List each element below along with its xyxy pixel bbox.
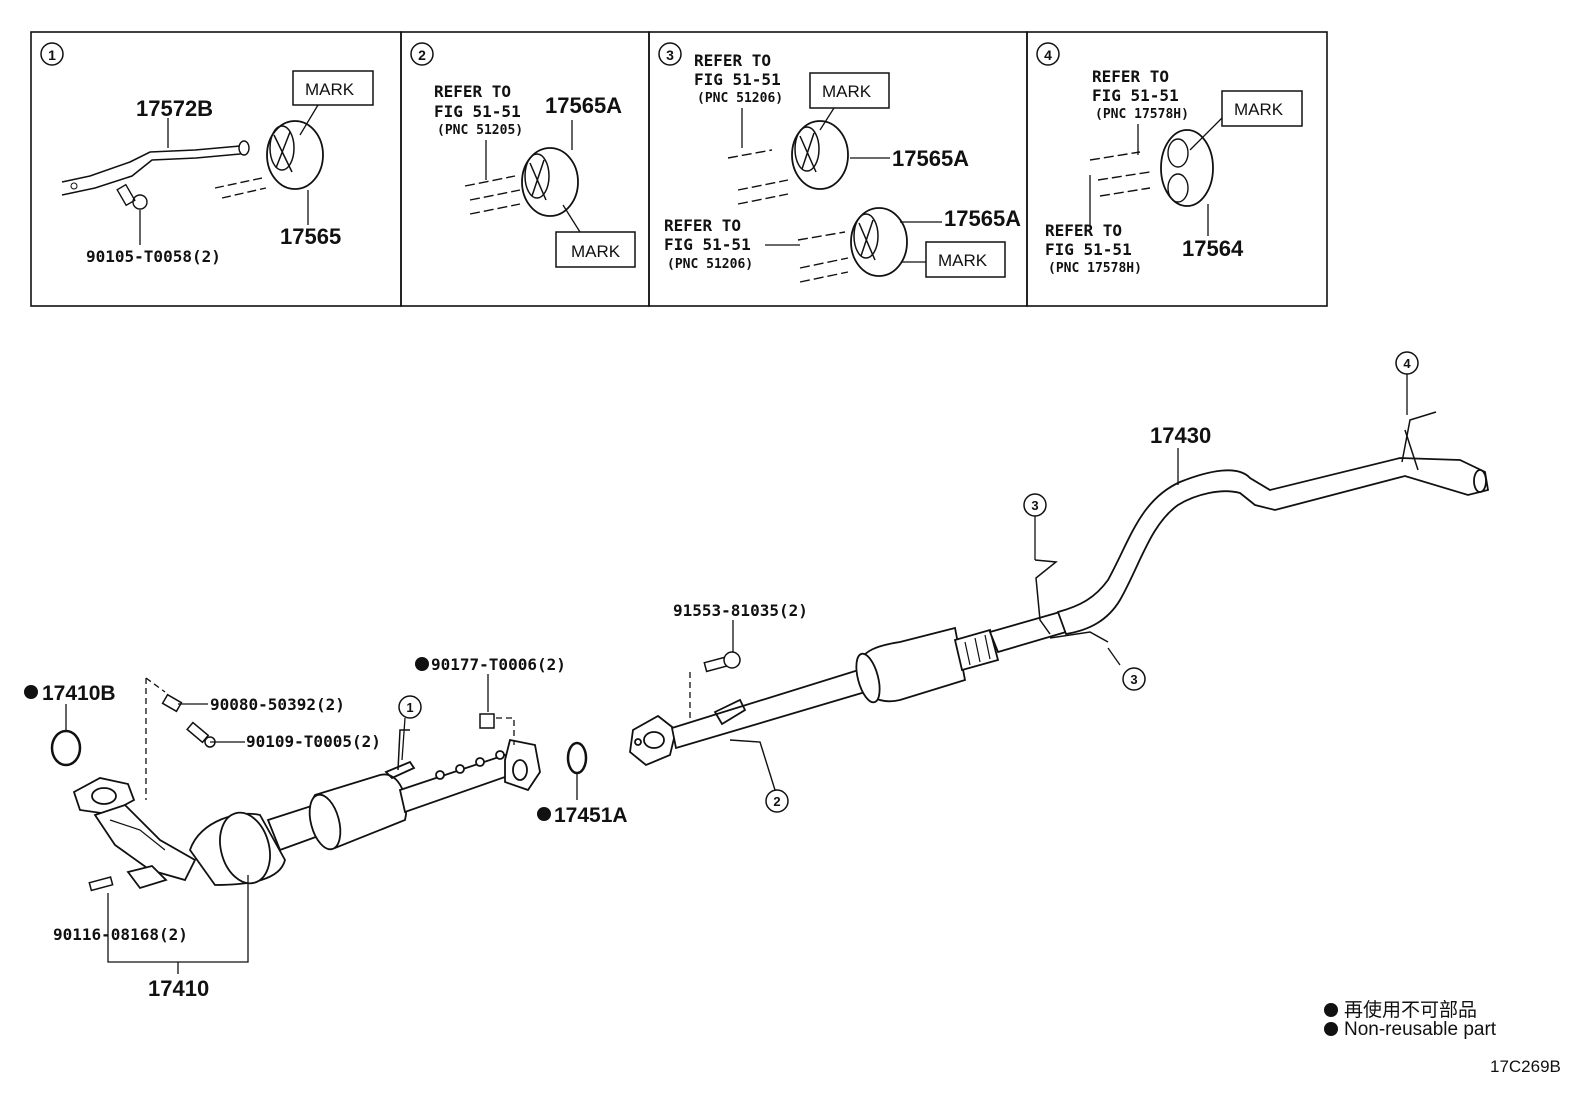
- inset-4-refer-top-2: FIG 51-51: [1092, 86, 1179, 105]
- inset-4-refer-bottom-2: FIG 51-51: [1045, 240, 1132, 259]
- gasket-17410B: [50, 729, 82, 767]
- part-90109-T0005: 90109-T0005(2): [246, 732, 381, 751]
- inset-2-part-17565A: 17565A: [545, 93, 622, 118]
- inset-1-part-17565: 17565: [280, 224, 341, 249]
- callout-3-upper: 3: [1031, 498, 1038, 513]
- inset-4-refer-bottom-1: REFER TO: [1045, 221, 1122, 240]
- callout-1: 1: [406, 700, 413, 715]
- inset-3: 3 REFER TO FIG 51-51 (PNC 51206) MARK 17…: [658, 42, 1021, 283]
- fasteners-front: [88, 651, 741, 892]
- part-91553-81035: 91553-81035(2): [673, 601, 808, 620]
- inset-2-number: 2: [418, 47, 426, 63]
- part-90080-50392: 90080-50392(2): [210, 695, 345, 714]
- inset-4-mark: MARK: [1234, 100, 1284, 119]
- inset-1-part-17572B: 17572B: [136, 96, 213, 121]
- part-90116-08168: 90116-08168(2): [53, 925, 188, 944]
- inset-3-refer-bottom-1: REFER TO: [664, 216, 741, 235]
- non-reusable-dot-17410B: [24, 685, 38, 699]
- inset-4-refer-bottom-3: (PNC 17578H): [1048, 261, 1142, 276]
- inset-4-refer-top-3: (PNC 17578H): [1095, 107, 1189, 122]
- inset-3-refer-bottom-3: (PNC 51206): [667, 257, 753, 272]
- inset-3-part-bottom: 17565A: [944, 206, 1021, 231]
- inset-2-refer-2: FIG 51-51: [434, 102, 521, 121]
- inset-3-part-top: 17565A: [892, 146, 969, 171]
- legend-jp: 再使用不可部品: [1324, 995, 1477, 1022]
- part-17410B: 17410B: [42, 682, 116, 705]
- legend-en: Non-reusable part: [1324, 1019, 1496, 1041]
- inset-frame-4: [1026, 31, 1328, 307]
- inset-1-mark: MARK: [305, 80, 355, 99]
- inset-3-refer-top-1: REFER TO: [694, 51, 771, 70]
- inset-2-refer-3: (PNC 51205): [437, 123, 523, 138]
- inset-4-part-17564: 17564: [1182, 236, 1244, 261]
- gasket-17451A: [566, 741, 588, 775]
- inset-3-number: 3: [666, 47, 674, 63]
- inset-3-refer-top-2: FIG 51-51: [694, 70, 781, 89]
- callout-4: 4: [1403, 356, 1411, 371]
- inset-4: 4 REFER TO FIG 51-51 (PNC 17578H) MARK 1…: [1036, 42, 1303, 276]
- part-17430: 17430: [1150, 423, 1211, 448]
- non-reusable-dot-90177: [415, 657, 429, 671]
- legend-jp-text: 再使用不可部品: [1344, 1000, 1478, 1021]
- inset-2: 2 REFER TO FIG 51-51 (PNC 51205) 17565A …: [410, 42, 636, 268]
- legend-dot-icon: [1324, 1003, 1338, 1017]
- part-17410: 17410: [148, 976, 209, 1001]
- front-pipe-assembly: [72, 729, 541, 890]
- tail-pipe-assembly: [629, 411, 1490, 791]
- inset-2-refer-1: REFER TO: [434, 82, 511, 101]
- inset-1-number: 1: [48, 47, 56, 63]
- legend-dot-icon: [1324, 1022, 1338, 1036]
- callout-2: 2: [773, 794, 780, 809]
- inset-3-refer-top-3: (PNC 51206): [697, 91, 783, 106]
- legend-en-text: Non-reusable part: [1344, 1019, 1497, 1040]
- inset-1: 1 MARK 17572B 90105-T0058(2) 17565: [40, 42, 374, 266]
- inset-3-mark-bottom: MARK: [938, 251, 988, 270]
- part-90177-T0006: 90177-T0006(2): [431, 655, 566, 674]
- inset-4-refer-top-1: REFER TO: [1092, 67, 1169, 86]
- inset-3-refer-bottom-2: FIG 51-51: [664, 235, 751, 254]
- part-17451A: 17451A: [554, 804, 628, 827]
- inset-4-number: 4: [1044, 47, 1052, 63]
- inset-2-mark: MARK: [571, 242, 621, 261]
- callout-3-lower: 3: [1130, 672, 1137, 687]
- non-reusable-dot-17451A: [537, 807, 551, 821]
- inset-1-part-90105: 90105-T0058(2): [86, 247, 221, 266]
- inset-3-mark-top: MARK: [822, 82, 872, 101]
- figure-code: 17C269B: [1490, 1057, 1561, 1076]
